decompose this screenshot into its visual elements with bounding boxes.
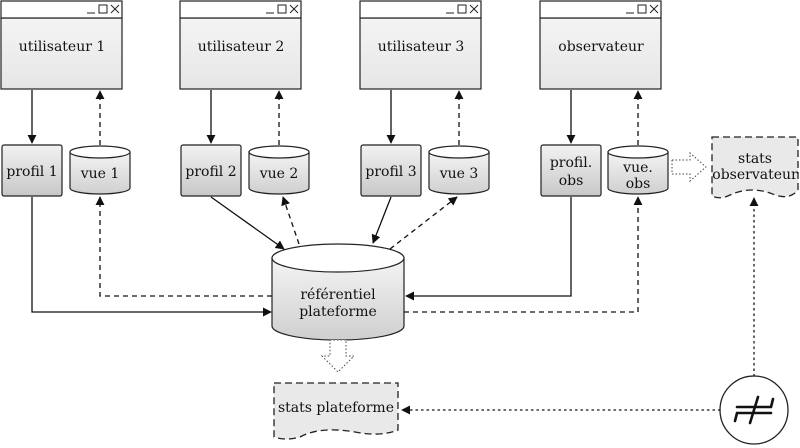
repository-label-line1: référentiel	[300, 287, 376, 303]
observer-stats-flow-arrow	[671, 151, 707, 183]
view-3-label: vue 3	[439, 166, 479, 182]
close-icon	[649, 4, 659, 14]
user-1-label: utilisateur 1	[19, 39, 106, 55]
observer-profile-label-line2: obs	[559, 173, 584, 189]
view-2-label: vue 2	[259, 166, 299, 182]
observer-stats-document: stats observateur	[711, 136, 799, 199]
user-3-window: utilisateur 3	[359, 0, 482, 90]
observer-view: vue. obs	[607, 145, 669, 195]
profile-1-to-repository-arrow	[31, 197, 272, 317]
observer-stats-label-line2: observateur	[712, 167, 798, 183]
maximize-icon	[98, 4, 108, 14]
profile-3-label: profil 3	[365, 164, 416, 180]
observer-profile: profil. obs	[540, 144, 602, 197]
repository-to-view-3-arrow	[389, 196, 458, 250]
not-equal-icon	[719, 375, 789, 445]
repository-to-observer-view-arrow	[404, 196, 643, 313]
maximize-icon	[637, 4, 647, 14]
maximize-icon	[277, 4, 287, 14]
maximize-icon	[457, 4, 467, 14]
observer-stats-label-line1: stats	[738, 151, 772, 167]
repository-to-view-1-arrow	[95, 196, 272, 297]
profile-2: profil 2	[180, 144, 242, 197]
profile-2-to-repository-arrow	[210, 196, 285, 250]
user-2-window: utilisateur 2	[179, 0, 302, 90]
profile-1: profil 1	[1, 144, 63, 197]
user-2-label: utilisateur 2	[198, 39, 285, 55]
observer-view-label-line2: obs	[626, 176, 651, 192]
user-3-label: utilisateur 3	[378, 39, 465, 55]
close-icon	[289, 4, 299, 14]
user-1-window: utilisateur 1	[0, 0, 123, 90]
platform-stats-label: stats plateforme	[278, 400, 394, 416]
view-3: vue 3	[428, 145, 490, 195]
platform-repository: référentiel plateforme	[271, 243, 405, 341]
observer-view-label-line1: vue.	[622, 160, 653, 176]
profile-3: profil 3	[360, 144, 422, 197]
close-icon	[469, 4, 479, 14]
profile-3-to-repository-arrow	[371, 196, 392, 244]
platform-stats-flow-arrow	[320, 339, 356, 373]
profile-2-label: profil 2	[185, 164, 236, 180]
close-icon	[110, 4, 120, 14]
observer-label: observateur	[558, 39, 644, 55]
observer-window: observateur	[539, 0, 662, 90]
observer-profile-label-line1: profil.	[550, 155, 592, 171]
repository-to-view-2-arrow	[281, 196, 300, 245]
view-1: vue 1	[69, 145, 131, 195]
profile-1-label: profil 1	[6, 164, 57, 180]
platform-stats-document: stats plateforme	[273, 382, 399, 440]
view-2: vue 2	[248, 145, 310, 195]
repository-label-line2: plateforme	[299, 304, 377, 320]
observer-profile-to-repository-arrow	[405, 197, 572, 301]
view-1-label: vue 1	[80, 166, 120, 182]
